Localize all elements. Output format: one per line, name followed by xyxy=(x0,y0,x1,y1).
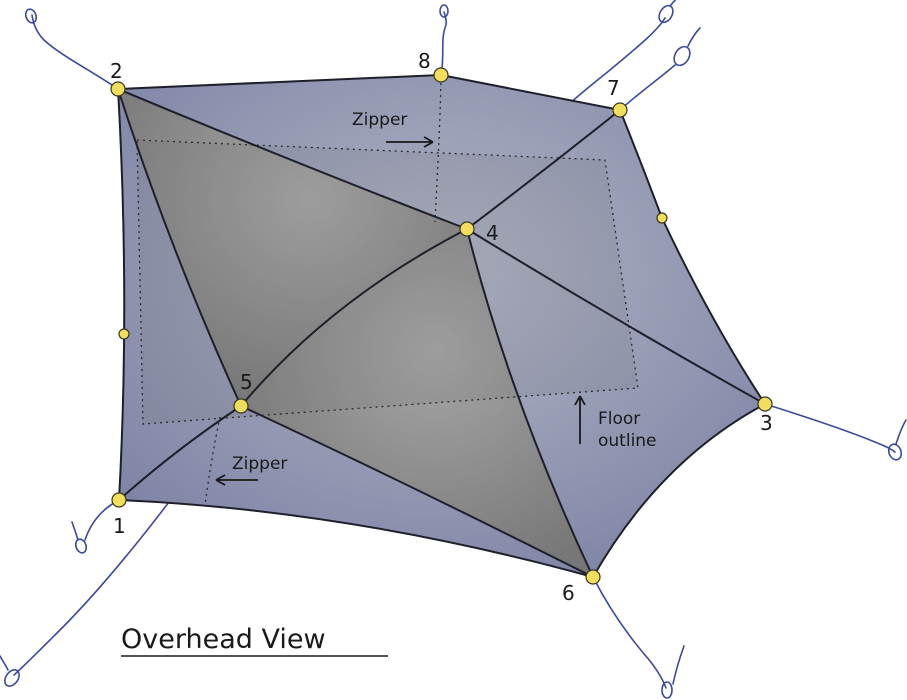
label-5: 5 xyxy=(240,370,253,394)
node-3 xyxy=(757,396,773,412)
guyline-3-loop-tail xyxy=(895,419,907,445)
label-2: 2 xyxy=(110,59,123,83)
guyline-7-loop xyxy=(673,45,691,67)
seam-5-1 xyxy=(118,405,242,501)
label-8: 8 xyxy=(418,49,431,73)
node-2 xyxy=(110,81,126,97)
node-8 xyxy=(433,67,449,83)
label-1: 1 xyxy=(113,514,126,538)
node-mid-right xyxy=(656,212,668,224)
node-5 xyxy=(233,398,249,414)
seam-5-6 xyxy=(240,405,594,578)
floor-label-1: Floor xyxy=(598,409,640,429)
zipper-arrow-bottom-head xyxy=(215,474,226,486)
seams xyxy=(117,88,766,578)
guyline-8-loop xyxy=(439,4,449,18)
nodes xyxy=(110,67,773,585)
guyline-3-loop xyxy=(887,443,903,461)
label-4: 4 xyxy=(486,221,499,245)
guyline-8 xyxy=(440,11,448,76)
guyline-6 xyxy=(592,576,667,689)
floor-label-2: outline xyxy=(598,431,657,451)
guyline-1-loop-tail xyxy=(71,521,79,541)
floor-arrow-head xyxy=(574,395,586,406)
guyline-2-loop xyxy=(24,8,38,24)
guyline-6-loop-tail xyxy=(672,645,685,685)
seam-2-5 xyxy=(117,88,242,407)
floor-outline xyxy=(136,139,639,425)
zipper-label-top: Zipper xyxy=(352,110,407,130)
guyline-2 xyxy=(31,14,119,90)
guyline-7-loop-tail xyxy=(687,27,701,47)
zippers xyxy=(204,76,442,506)
guyline-4-loop-tail xyxy=(669,0,677,7)
zipper-line-top xyxy=(434,76,442,223)
guyline-6-loop xyxy=(661,681,673,699)
label-7: 7 xyxy=(607,76,620,100)
node-labels: 1 2 3 4 5 6 7 8 xyxy=(110,49,773,605)
panel-upper xyxy=(118,89,467,406)
guyline-5-loop xyxy=(4,669,20,687)
seam-2-4 xyxy=(117,88,468,230)
guyline-4-loop xyxy=(658,4,674,24)
guyline-5-loop-tail xyxy=(0,655,9,671)
seam-4-3 xyxy=(466,228,766,405)
guyline-1-loop xyxy=(74,538,88,554)
node-7 xyxy=(612,102,628,118)
seam-4-7 xyxy=(466,109,621,230)
node-4 xyxy=(459,221,475,237)
zipper-label-bottom: Zipper xyxy=(232,454,287,474)
label-6: 6 xyxy=(562,581,575,605)
label-3: 3 xyxy=(760,411,773,435)
guyline-3 xyxy=(764,403,896,453)
node-mid-left xyxy=(118,328,130,340)
zipper-arrow-top-head xyxy=(423,136,434,148)
panel-lower xyxy=(241,229,593,577)
node-6 xyxy=(585,569,601,585)
guyline-7 xyxy=(619,64,676,111)
annotations: Zipper Zipper Floor outline xyxy=(215,110,657,486)
seam-4-6 xyxy=(466,228,594,578)
diagram-title: Overhead View xyxy=(121,624,326,655)
node-1 xyxy=(111,492,127,508)
seam-4-5 xyxy=(240,228,468,407)
inner-panels xyxy=(118,89,593,577)
